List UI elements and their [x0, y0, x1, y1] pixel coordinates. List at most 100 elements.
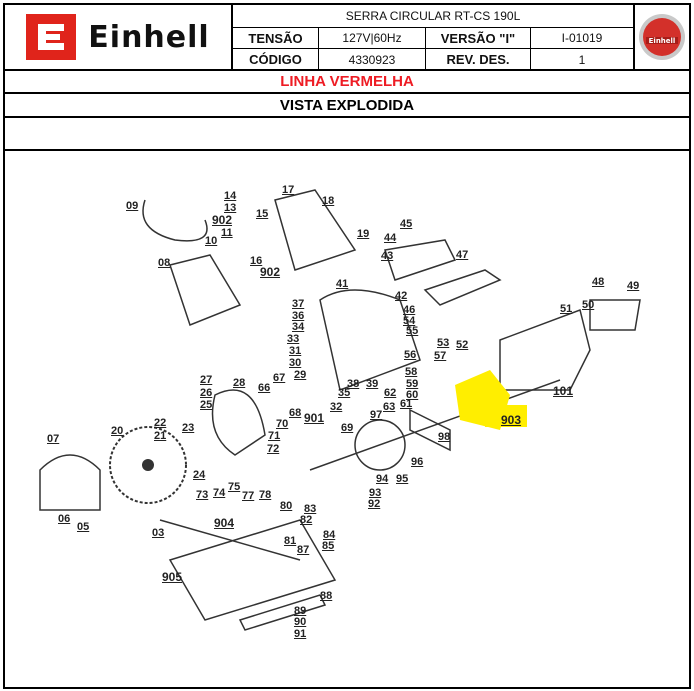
part-label-84: 84 [323, 529, 336, 541]
part-label-77: 77 [242, 490, 255, 502]
axis-line [309, 379, 561, 471]
part-label-29: 29 [294, 369, 307, 381]
part-label-31: 31 [289, 345, 302, 357]
part-label-22: 22 [154, 417, 167, 429]
part-label-45: 45 [400, 218, 413, 230]
part-label-94: 94 [376, 473, 389, 485]
part-label-57: 57 [434, 350, 447, 362]
part-label-09: 09 [126, 200, 139, 212]
part-label-62: 62 [384, 387, 397, 399]
part-label-68: 68 [289, 407, 302, 419]
part-label-41: 41 [336, 278, 349, 290]
base-plate [168, 519, 337, 621]
part-label-901: 901 [304, 411, 325, 425]
part-label-61: 61 [400, 398, 413, 410]
armature [409, 408, 451, 452]
part-label-78: 78 [259, 489, 272, 501]
part-label-26: 26 [200, 387, 213, 399]
part-label-37: 37 [292, 298, 305, 310]
part-label-72: 72 [267, 443, 280, 455]
part-label-56: 56 [404, 349, 417, 361]
part-label-46: 46 [403, 304, 416, 316]
part-label-96: 96 [411, 456, 424, 468]
part-label-93: 93 [369, 487, 382, 499]
brand-name: Einhell [88, 19, 210, 55]
part-label-82: 82 [300, 514, 313, 526]
part-label-53: 53 [437, 337, 450, 349]
part-label-87: 87 [297, 544, 310, 556]
part-label-32: 32 [330, 401, 343, 413]
part-label-36: 36 [292, 310, 305, 322]
blank-row [3, 116, 691, 151]
housing [319, 289, 421, 392]
seal-cell: Einhell [633, 3, 691, 71]
part-label-44: 44 [384, 232, 397, 244]
part-label-33: 33 [287, 333, 300, 345]
part-label-16: 16 [250, 255, 263, 267]
part-label-25: 25 [200, 399, 213, 411]
part-label-58: 58 [405, 366, 418, 378]
part-label-05: 05 [77, 521, 90, 533]
motor-housing [499, 309, 591, 391]
part-label-18: 18 [322, 195, 335, 207]
part-label-13: 13 [224, 202, 237, 214]
part-label-71: 71 [268, 430, 281, 442]
handle-top [274, 189, 357, 271]
grip-cover [423, 269, 502, 306]
part-label-39: 39 [366, 378, 379, 390]
part-label-28: 28 [233, 377, 246, 389]
part-label-52: 52 [456, 339, 469, 351]
part-label-89: 89 [294, 605, 307, 617]
svg-text:Einhell: Einhell [649, 37, 676, 45]
einhell-mark-icon [26, 14, 77, 60]
part-label-85: 85 [322, 540, 335, 552]
part-label-17: 17 [282, 184, 295, 196]
part-label-42: 42 [395, 290, 408, 302]
part-label-902: 902 [212, 213, 233, 227]
power-cord [142, 199, 208, 242]
lower-guard [39, 454, 101, 511]
blade-hub [142, 459, 154, 471]
part-label-30: 30 [289, 357, 302, 369]
part-label-90: 90 [294, 616, 307, 628]
part-label-54: 54 [403, 315, 416, 327]
part-label-91: 91 [294, 628, 307, 640]
handle-front [384, 239, 457, 281]
part-label-80: 80 [280, 500, 293, 512]
part-label-81: 81 [284, 535, 297, 547]
part-label-50: 50 [582, 299, 595, 311]
part-label-59: 59 [406, 378, 419, 390]
part-label-38: 38 [347, 378, 360, 390]
part-label-55: 55 [406, 325, 419, 337]
saw-blade [109, 426, 187, 504]
part-label-19: 19 [357, 228, 370, 240]
part-label-14: 14 [224, 190, 237, 202]
einhell-logo: Einhell [26, 14, 209, 60]
part-label-10: 10 [205, 235, 218, 247]
part-label-74: 74 [213, 487, 226, 499]
part-label-101: 101 [553, 384, 574, 398]
part-label-905: 905 [162, 570, 183, 584]
part-label-03: 03 [152, 527, 165, 539]
part-label-98: 98 [438, 431, 451, 443]
brush-cover [589, 299, 641, 331]
part-label-902: 902 [260, 265, 281, 279]
part-label-70: 70 [276, 418, 289, 430]
depth-link [159, 519, 301, 561]
part-label-34: 34 [292, 321, 305, 333]
part-label-07: 07 [47, 433, 60, 445]
part-label-69: 69 [341, 422, 354, 434]
part-label-08: 08 [158, 257, 171, 269]
part-label-49: 49 [627, 280, 640, 292]
rip-fence [238, 594, 327, 631]
part-label-23: 23 [182, 422, 195, 434]
part-label-66: 66 [258, 382, 271, 394]
part-label-11: 11 [221, 227, 233, 239]
part-label-63: 63 [383, 401, 396, 413]
page-frame [3, 3, 691, 689]
bearing-plate [354, 419, 406, 471]
part-label-97: 97 [370, 409, 383, 421]
part-label-73: 73 [196, 489, 209, 501]
part-label-20: 20 [111, 425, 124, 437]
